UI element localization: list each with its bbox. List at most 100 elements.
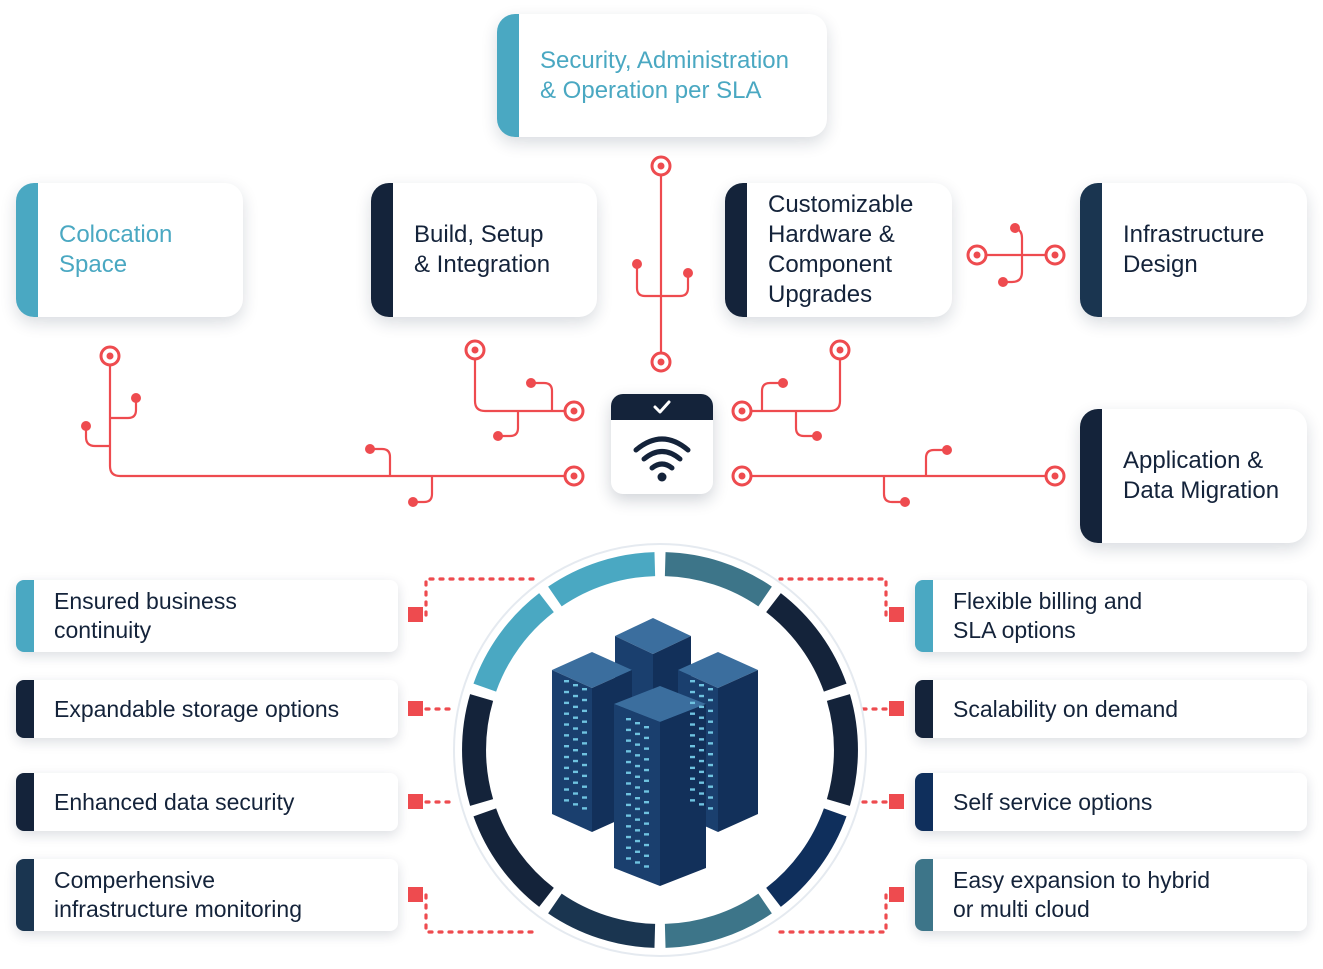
rack-light — [699, 792, 704, 795]
benefit-accent-bar — [915, 773, 933, 831]
rack-light — [626, 782, 631, 785]
ring-segment — [664, 893, 772, 948]
benefit-accent-bar — [915, 859, 933, 931]
rack-light — [708, 753, 713, 756]
ring-segment — [765, 808, 847, 907]
benefit-self-service-options: Self service options — [915, 773, 1307, 831]
rack-light — [582, 742, 587, 745]
rack-light — [644, 801, 649, 804]
wifi-icon — [633, 436, 691, 482]
rack-light — [690, 680, 695, 683]
server-racks-icon — [552, 618, 758, 886]
card-accent-bar — [371, 183, 393, 317]
rack-light — [626, 857, 631, 860]
benefit-accent-bar — [16, 680, 34, 738]
rack-light — [635, 775, 640, 778]
rack-light — [635, 861, 640, 864]
benefit-label: Ensured business continuity — [54, 588, 237, 643]
rack-light — [635, 850, 640, 853]
rack-light — [573, 727, 578, 730]
rack-light — [708, 731, 713, 734]
rack-light — [582, 763, 587, 767]
rack-light — [564, 734, 569, 737]
benefit-label: Enhanced data security — [54, 788, 295, 815]
rack-light — [699, 803, 704, 806]
rack-light — [582, 709, 587, 713]
card-application-data-migration: Application & Data Migration — [1080, 409, 1307, 543]
rack-light — [626, 846, 631, 849]
rack-light — [708, 709, 713, 713]
rack-light — [635, 754, 640, 757]
rack-light — [626, 835, 631, 839]
rack-light — [635, 807, 640, 811]
rack-light — [644, 747, 649, 750]
rack-light — [626, 739, 631, 742]
card-infrastructure-design: Infrastructure Design — [1080, 183, 1307, 317]
rack-light — [626, 814, 631, 817]
rack-light — [690, 712, 695, 715]
rack-light — [708, 796, 713, 799]
rack-light — [564, 690, 569, 694]
rack-light — [699, 705, 704, 709]
card-accent-bar — [1080, 183, 1102, 317]
rack-light — [564, 799, 569, 802]
rack-light — [582, 688, 587, 691]
benefit-infrastructure-monitoring: Comperhensive infrastructure monitoring — [16, 859, 398, 931]
rack-light — [573, 770, 578, 774]
ring-segment — [765, 593, 847, 692]
rack-light — [635, 797, 640, 800]
rack-light — [644, 790, 649, 793]
rack-light — [708, 774, 713, 778]
rack-light — [573, 792, 578, 795]
rack-light — [644, 843, 649, 847]
rack-light — [644, 726, 649, 729]
rack-light — [573, 803, 578, 806]
rack-light — [626, 760, 631, 764]
rack-light — [573, 749, 578, 752]
rack-light — [564, 712, 569, 715]
rack-light — [635, 722, 640, 725]
card-label: Infrastructure Design — [1123, 221, 1265, 278]
checkmark-icon — [653, 400, 671, 414]
rack-light — [582, 753, 587, 756]
rack-light — [635, 743, 640, 746]
benefit-accent-bar — [16, 773, 34, 831]
benefit-label: Comperhensive infrastructure monitoring — [54, 867, 302, 922]
benefit-expandable-storage: Expandable storage options — [16, 680, 398, 738]
rack-light — [699, 694, 704, 698]
rack-light — [582, 731, 587, 734]
rack-light — [573, 781, 578, 784]
rack-light — [564, 766, 569, 770]
benefit-accent-bar — [16, 580, 34, 652]
card-accent-bar — [1080, 409, 1102, 543]
rack-light — [699, 716, 704, 719]
rack-light — [582, 807, 587, 810]
card-security-administration: Security, Administration & Operation per… — [497, 14, 827, 137]
rack-light — [699, 738, 704, 741]
rack-light — [582, 720, 587, 723]
rack-light — [626, 803, 631, 807]
rack-light — [635, 732, 640, 736]
rack-light — [708, 720, 713, 723]
benefit-easy-expansion-hybrid: Easy expansion to hybrid or multi cloud — [915, 859, 1307, 931]
rack-light — [708, 785, 713, 788]
benefit-label: Flexible billing and SLA options — [953, 588, 1143, 643]
rack-light — [699, 684, 704, 687]
card-accent-bar — [725, 183, 747, 317]
rack-light — [573, 716, 578, 719]
rack-light — [690, 701, 695, 705]
rack-light — [582, 785, 587, 788]
card-label: Build, Setup & Integration — [414, 221, 551, 278]
rack-light — [690, 788, 695, 791]
rack-light — [635, 786, 640, 789]
benefit-accent-bar — [915, 580, 933, 652]
rack-light — [582, 698, 587, 702]
ring-segment — [826, 694, 858, 806]
ring-segment — [548, 893, 656, 948]
rack-light — [699, 749, 704, 752]
card-label: Colocation Space — [59, 221, 173, 278]
rack-light — [573, 684, 578, 687]
ring-segment — [473, 808, 555, 907]
rack-light — [573, 705, 578, 709]
benefit-label: Self service options — [953, 788, 1153, 815]
